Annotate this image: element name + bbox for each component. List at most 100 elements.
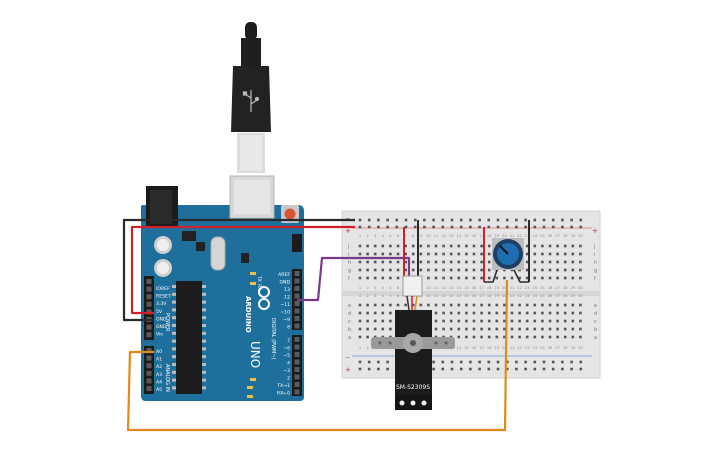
column-number: 24 [533,286,538,290]
voltage-regulator [182,231,196,241]
power-pin-label-5: GND [156,324,167,330]
servo-lead-3 [414,295,418,311]
digital-pin-label-9: ~6 [283,346,290,352]
analog-header [144,346,154,394]
power-header [144,276,154,340]
column-number: 20 [502,346,507,350]
column-number: 28 [563,234,568,238]
column-number: 4 [382,234,385,238]
rail-top-plus: + [345,227,351,235]
wire-5v-red[interactable] [130,225,355,315]
rx-label: RX [256,284,262,290]
column-number: 10 [426,234,431,238]
column-number: 23 [525,346,530,350]
digital-pin-label-8: 7 [287,338,290,344]
column-number: 22 [517,234,522,238]
column-number: 16 [472,286,477,290]
potentiometer[interactable] [492,238,524,270]
column-number: 11 [434,234,439,238]
digital-pin-label-6: ~9 [283,317,290,323]
column-number: 26 [548,294,553,298]
column-number: 25 [540,294,545,298]
digital-pin-label-14: TX→1 [276,383,290,389]
row-letter: j [347,244,349,250]
column-number: 6 [397,294,400,298]
column-number: 10 [426,294,431,298]
column-number: 16 [472,234,477,238]
column-number: 28 [563,346,568,350]
wire-gnd-black[interactable] [122,218,355,322]
column-number: 13 [449,234,454,238]
column-number: 7 [404,234,406,238]
rail-top-plus-right: + [592,227,598,235]
row-letter: g [348,268,351,274]
usb-cable-tip [245,22,257,40]
column-number: 20 [502,234,507,238]
column-number: 14 [457,286,462,290]
power-pin-label-1: RESET [156,294,171,300]
wire-a0-orange[interactable] [126,279,509,432]
column-number: 9 [420,234,423,238]
column-number: 21 [510,346,515,350]
analog-pin-label-1: A1 [156,357,162,363]
column-number: 25 [540,234,545,238]
row-letter: e [594,303,597,309]
column-number: 29 [571,286,576,290]
column-number: 25 [540,346,545,350]
column-number: 29 [571,234,576,238]
rail-bottom-minus: − [345,354,350,361]
usb-cable[interactable] [231,22,271,173]
column-number: 5 [389,234,391,238]
column-number: 19 [495,346,500,350]
row-letter: a [594,335,597,341]
analog-pin-label-0: A0 [156,349,162,355]
column-number: 4 [382,294,385,298]
row-letter: b [594,327,597,333]
column-number: 1 [359,234,361,238]
rail-bottom-plus: + [345,366,351,374]
column-number: 29 [571,294,576,298]
row-letter: h [348,260,351,266]
arduino-logo [258,286,270,310]
column-number: 29 [571,346,576,350]
column-number: 15 [464,286,469,290]
column-number: 30 [578,294,583,298]
column-number: 6 [397,286,400,290]
row-letter: c [348,319,351,325]
column-number: 21 [510,294,515,298]
usb-icon [242,90,260,112]
column-number: 24 [533,346,538,350]
row-letter: e [348,303,351,309]
column-number: 16 [472,346,477,350]
column-number: 27 [555,346,560,350]
row-letter: f [348,276,350,282]
analog-header-title: ANALOG IN [164,364,170,392]
column-number: 27 [555,286,560,290]
servo-model-label: SM-S2309S [396,384,430,391]
column-number: 19 [495,234,500,238]
digital-pin-label-7: 8 [287,325,290,331]
column-number: 28 [563,294,568,298]
digital-pin-label-2: 13 [284,287,290,293]
wire-pin9-purple[interactable] [297,256,411,302]
column-number: 12 [441,234,446,238]
column-number: 2 [366,234,368,238]
column-number: 25 [540,286,545,290]
row-letter: d [348,311,351,317]
power-pin-label-4: GND [156,316,167,322]
column-number: 14 [457,294,462,298]
digital-pin-label-1: GND [279,280,290,286]
column-number: 14 [457,234,462,238]
reset-button-cap [284,208,296,220]
pot-leg-right [513,269,529,283]
column-number: 16 [472,294,477,298]
column-number: 27 [555,294,560,298]
servo-motor[interactable]: SM-S2309S [371,275,455,410]
row-letter: c [594,319,597,325]
column-number: 17 [479,234,484,238]
analog-pin-label-2: A2 [156,364,162,370]
column-number: 2 [366,346,368,350]
